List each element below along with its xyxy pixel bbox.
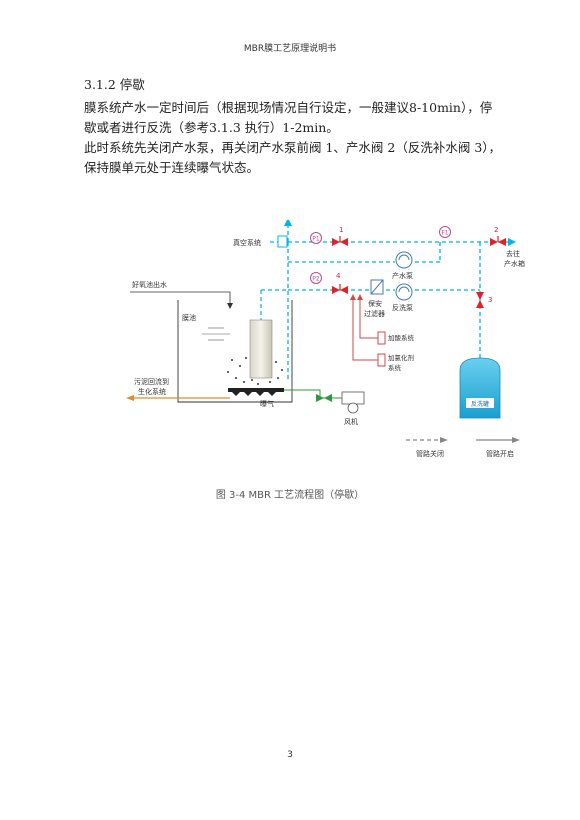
mbr-process-diagram: 真空系统 P1 P2 F1 1 4 2 3 产水泵 去往 产水箱	[126, 220, 525, 458]
blower: 风机	[341, 391, 365, 426]
legend-closed: 管路关闭	[416, 449, 444, 458]
svg-text:3: 3	[488, 296, 492, 304]
to-tank-label-2: 产水箱	[504, 259, 525, 268]
backwash-pump: 反洗泵	[392, 283, 413, 312]
svg-text:产水泵: 产水泵	[392, 271, 413, 280]
chemical-pipes	[350, 294, 378, 361]
svg-text:反洗罐: 反洗罐	[471, 400, 489, 408]
svg-text:2: 2	[494, 226, 498, 234]
membrane-tank: 膜池	[177, 289, 293, 403]
section-heading: 3.1.2 停歇	[84, 77, 145, 92]
paragraph-2: 此时系统先关闭产水泵，再关闭产水泵前阀 1、产水阀 2（反洗补水阀 3），保持膜…	[84, 140, 502, 175]
svg-text:P1: P1	[312, 236, 320, 243]
svg-text:加氯化剂: 加氯化剂	[388, 353, 414, 362]
to-tank-label-1: 去往	[506, 249, 520, 258]
legend-open: 管路开启	[486, 449, 514, 458]
figure-caption: 图 3-4 MBR 工艺流程图（停歇）	[215, 490, 365, 501]
valve-4: 4	[332, 272, 348, 294]
svg-text:膜池: 膜池	[182, 313, 196, 322]
air-pipe	[284, 389, 360, 399]
legend: 管路关闭 管路开启	[406, 437, 520, 458]
svg-text:1: 1	[339, 226, 343, 234]
svg-text:P2: P2	[312, 276, 320, 283]
to-tank-arrow	[508, 238, 516, 246]
sludge-label-2: 生化系统	[138, 387, 166, 396]
valve-3: 3	[476, 292, 492, 308]
air-valve	[316, 394, 332, 402]
sludge-label-1: 污泥回流到	[134, 377, 169, 386]
inflow-pipe	[130, 291, 231, 306]
vacuum-box	[277, 235, 288, 248]
inflow-label: 好氧池出水	[132, 280, 167, 289]
svg-text:保安: 保安	[368, 299, 382, 308]
svg-text:过滤器: 过滤器	[364, 309, 385, 318]
backwash-tank: 反洗罐	[459, 357, 501, 419]
gauge-p1: P1	[310, 232, 322, 244]
valve-2: 2	[490, 226, 506, 246]
svg-text:风机: 风机	[344, 417, 358, 426]
aeration-label: 曝气	[260, 399, 274, 408]
valve-1: 1	[332, 226, 348, 246]
product-pump: 产水泵	[392, 251, 413, 280]
svg-text:F1: F1	[441, 230, 448, 237]
chlorine-system: 加氯化剂 系统	[377, 353, 414, 372]
security-filter: 保安 过滤器	[364, 279, 385, 318]
paragraph-1: 膜系统产水一定时间后（根据现场情况自行设定，一般建议8-10min），停歇或者进…	[84, 100, 493, 135]
svg-text:系统: 系统	[388, 363, 402, 372]
svg-text:反洗泵: 反洗泵	[392, 303, 413, 312]
vacuum-label: 真空系统	[233, 238, 261, 247]
acid-system: 加酸系统	[377, 331, 415, 345]
svg-text:4: 4	[336, 272, 341, 280]
svg-text:加酸系统: 加酸系统	[388, 333, 415, 342]
page-number: 3	[287, 750, 293, 760]
gauge-p2: P2	[310, 272, 322, 284]
page-header: MBR膜工艺原理说明书	[243, 44, 337, 54]
gauge-f1: F1	[439, 226, 451, 238]
